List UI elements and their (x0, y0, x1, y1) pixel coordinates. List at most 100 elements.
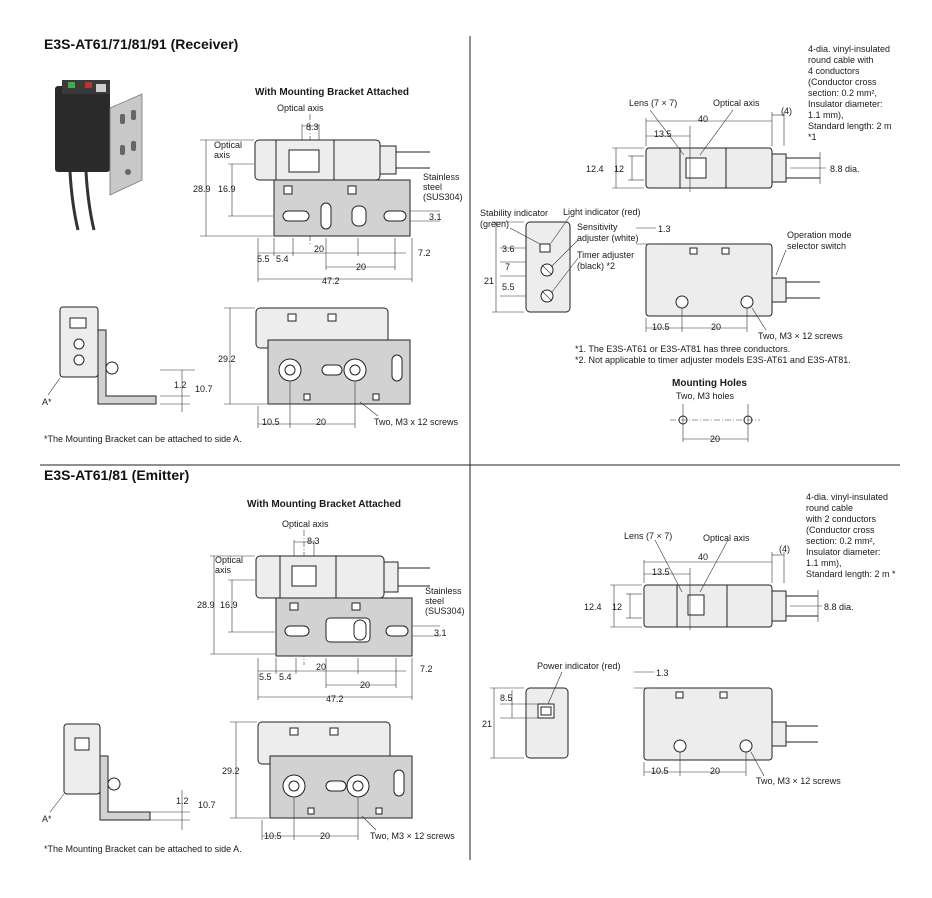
receiver-right-dim-40: 40 (698, 114, 708, 124)
svg-text:Operation mode: Operation mode (787, 230, 852, 240)
svg-text:(Conductor cross: (Conductor cross (806, 525, 875, 535)
svg-text:Sensitivity: Sensitivity (577, 222, 618, 232)
emitter-right-lens: Lens (7 × 7) (624, 531, 672, 541)
receiver-front-view (200, 114, 440, 282)
svg-text:section: 0.2 mm²,: section: 0.2 mm², (806, 536, 875, 546)
receiver-footnote: *The Mounting Bracket can be attached to… (44, 434, 242, 444)
receiver-stainless-3: (SUS304) (423, 192, 463, 202)
emitter-dim-29-2: 29.2 (222, 766, 240, 776)
receiver-right-screws: Two, M3 × 12 screws (758, 331, 843, 341)
receiver-dim-20c: 20 (316, 417, 326, 427)
receiver-right-top-view (612, 109, 826, 192)
receiver-right-stability: Stability indicator (green) (480, 208, 548, 229)
emitter-right-dim-1-3: 1.3 (656, 668, 669, 678)
receiver-right-dim-10-5: 10.5 (652, 322, 670, 332)
emitter-right-dim-21: 21 (482, 719, 492, 729)
receiver-bracket-heading: With Mounting Bracket Attached (255, 87, 409, 98)
receiver-right-dim-7: 7 (505, 262, 510, 272)
receiver-dim-7-2: 7.2 (418, 248, 431, 258)
emitter-stainless-2: steel (425, 596, 444, 606)
svg-text:*1: *1 (808, 132, 817, 142)
svg-text:1.1 mm),: 1.1 mm), (806, 558, 842, 568)
svg-text:Timer adjuster: Timer adjuster (577, 250, 634, 260)
receiver-right-lens: Lens (7 × 7) (629, 98, 677, 108)
receiver-right-side-view (492, 215, 579, 313)
svg-text:with 2 conductors: with 2 conductors (805, 514, 877, 524)
emitter-dim-7-2: 7.2 (420, 664, 433, 674)
svg-text:(green): (green) (480, 219, 509, 229)
receiver-dim-29-2: 29.2 (218, 354, 236, 364)
receiver-right-dim-13-5: 13.5 (654, 129, 672, 139)
receiver-right-dim-4: (4) (781, 106, 792, 116)
receiver-right-dim-21: 21 (484, 276, 494, 286)
emitter-right-front-view (634, 671, 818, 777)
emitter-bracket-heading: With Mounting Bracket Attached (247, 499, 401, 510)
svg-text:selector switch: selector switch (787, 241, 846, 251)
receiver-dim-20a: 20 (314, 244, 324, 254)
receiver-dim-8-3: 8.3 (306, 122, 319, 132)
emitter-footnote: *The Mounting Bracket can be attached to… (44, 844, 242, 854)
svg-text:Stability indicator: Stability indicator (480, 208, 548, 218)
emitter-right-power: Power indicator (red) (537, 661, 621, 671)
receiver-right-dim-8-8: 8.8 dia. (830, 164, 860, 174)
emitter-dim-28-9: 28.9 (197, 600, 215, 610)
receiver-right-sensitivity: Sensitivity adjuster (white) (577, 222, 639, 243)
receiver-dim-47-2: 47.2 (322, 276, 340, 286)
receiver-right-timer: Timer adjuster (black) *2 (577, 250, 634, 271)
emitter-bracket-side-view (49, 723, 190, 830)
emitter-right-optical-axis: Optical axis (703, 533, 750, 543)
receiver-dim-20b: 20 (356, 262, 366, 272)
emitter-right-side-view (490, 671, 569, 759)
emitter-right-dim-20: 20 (710, 766, 720, 776)
emitter-right-top-view (610, 539, 822, 630)
emitter-dim-47-2: 47.2 (326, 694, 344, 704)
receiver-dim-16-9: 16.9 (218, 184, 236, 194)
svg-text:1.1 mm),: 1.1 mm), (808, 110, 844, 120)
receiver-right-dim-20: 20 (711, 322, 721, 332)
emitter-front-view (210, 530, 440, 700)
emitter-stainless-3: (SUS304) (425, 606, 465, 616)
receiver-stainless-2: steel (423, 182, 442, 192)
emitter-dim-20c: 20 (320, 831, 330, 841)
emitter-optical-axis-label: Optical axis (282, 519, 329, 529)
svg-text:Insulator diameter:: Insulator diameter: (806, 547, 881, 557)
receiver-right-optical-axis: Optical axis (713, 98, 760, 108)
svg-text:(Conductor cross: (Conductor cross (808, 77, 877, 87)
svg-text:Standard length: 2 m: Standard length: 2 m (808, 121, 892, 131)
svg-text:Insulator diameter:: Insulator diameter: (808, 99, 883, 109)
emitter-right-screws: Two, M3 × 12 screws (756, 776, 841, 786)
receiver-stainless-1: Stainless (423, 172, 460, 182)
svg-text:4-dia. vinyl-insulated: 4-dia. vinyl-insulated (808, 44, 890, 54)
receiver-dim-5-4: 5.4 (276, 254, 289, 264)
emitter-right-dim-13-5: 13.5 (652, 567, 670, 577)
emitter-right-dim-10-5: 10.5 (651, 766, 669, 776)
emitter-dim-8-3: 8.3 (307, 536, 320, 546)
emitter-optical-axis-side-1: Optical (215, 555, 243, 565)
receiver-right-note1: *1. The E3S-AT61 or E3S-AT81 has three c… (575, 344, 790, 354)
receiver-dim-1-2: 1.2 (174, 380, 187, 390)
emitter-optical-axis-side-2: axis (215, 565, 232, 575)
receiver-product-photo (55, 80, 143, 231)
receiver-dim-10-7: 10.7 (195, 384, 213, 394)
emitter-dim-10-7: 10.7 (198, 800, 216, 810)
receiver-optical-axis-label: Optical axis (277, 103, 324, 113)
emitter-dim-5-4: 5.4 (279, 672, 292, 682)
receiver-right-mounting-holes-drawing (670, 404, 760, 442)
receiver-right-cable-note: 4-dia. vinyl-insulated round cable with … (808, 44, 892, 142)
emitter-screws: Two, M3 × 12 screws (370, 831, 455, 841)
receiver-right-front-view (636, 227, 820, 332)
receiver-right-operation: Operation mode selector switch (787, 230, 852, 251)
emitter-stainless-1: Stainless (425, 586, 462, 596)
receiver-dim-5-5: 5.5 (257, 254, 270, 264)
emitter-right-dim-40: 40 (698, 552, 708, 562)
emitter-right-dim-8-8: 8.8 dia. (824, 602, 854, 612)
emitter-dim-20b: 20 (360, 680, 370, 690)
receiver-right-mounting-holes: Mounting Holes (672, 378, 747, 389)
receiver-right-dim-5-5: 5.5 (502, 282, 515, 292)
receiver-dim-28-9: 28.9 (193, 184, 211, 194)
receiver-right-light: Light indicator (red) (563, 207, 641, 217)
emitter-dim-5-5: 5.5 (259, 672, 272, 682)
emitter-dim-20a: 20 (316, 662, 326, 672)
emitter-right-dim-12-4: 12.4 (584, 602, 602, 612)
emitter-right-dim-4: (4) (779, 544, 790, 554)
